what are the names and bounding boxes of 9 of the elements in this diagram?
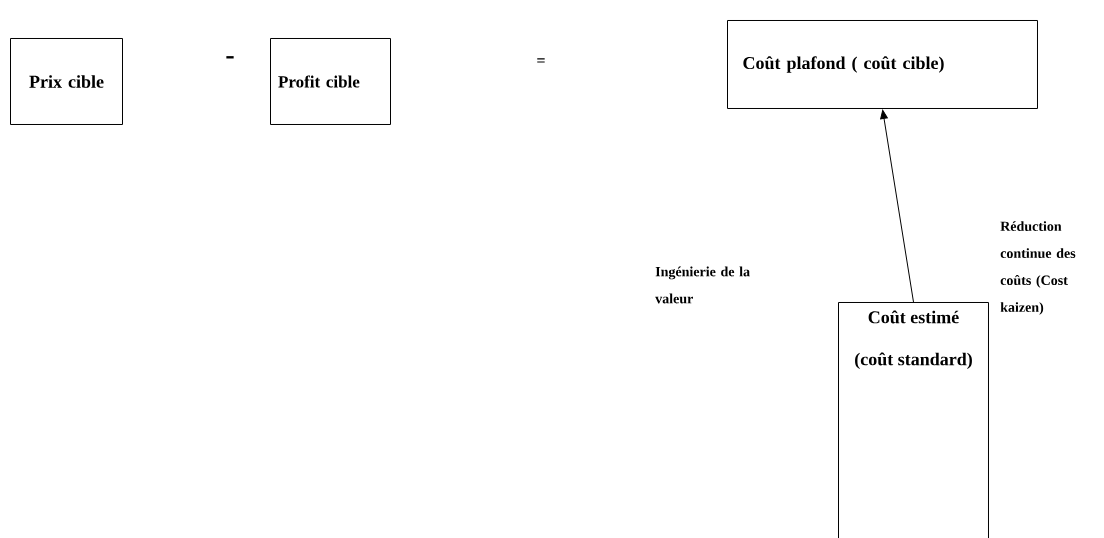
text-box: Coût plafond ( coût cible) [727, 20, 1038, 109]
text-box: Coût estimé (coût standard) [838, 302, 989, 538]
label-text: = [537, 58, 545, 63]
text-box: Profit cible [270, 38, 391, 125]
arrow [880, 109, 914, 303]
label-text: - [226, 56, 234, 59]
text-box: Prix cible [10, 38, 123, 125]
label-text: Réduction continue des coûts (Cost kaizen) [1000, 221, 1076, 315]
label-text: Ingénierie de la valeur [655, 266, 750, 304]
